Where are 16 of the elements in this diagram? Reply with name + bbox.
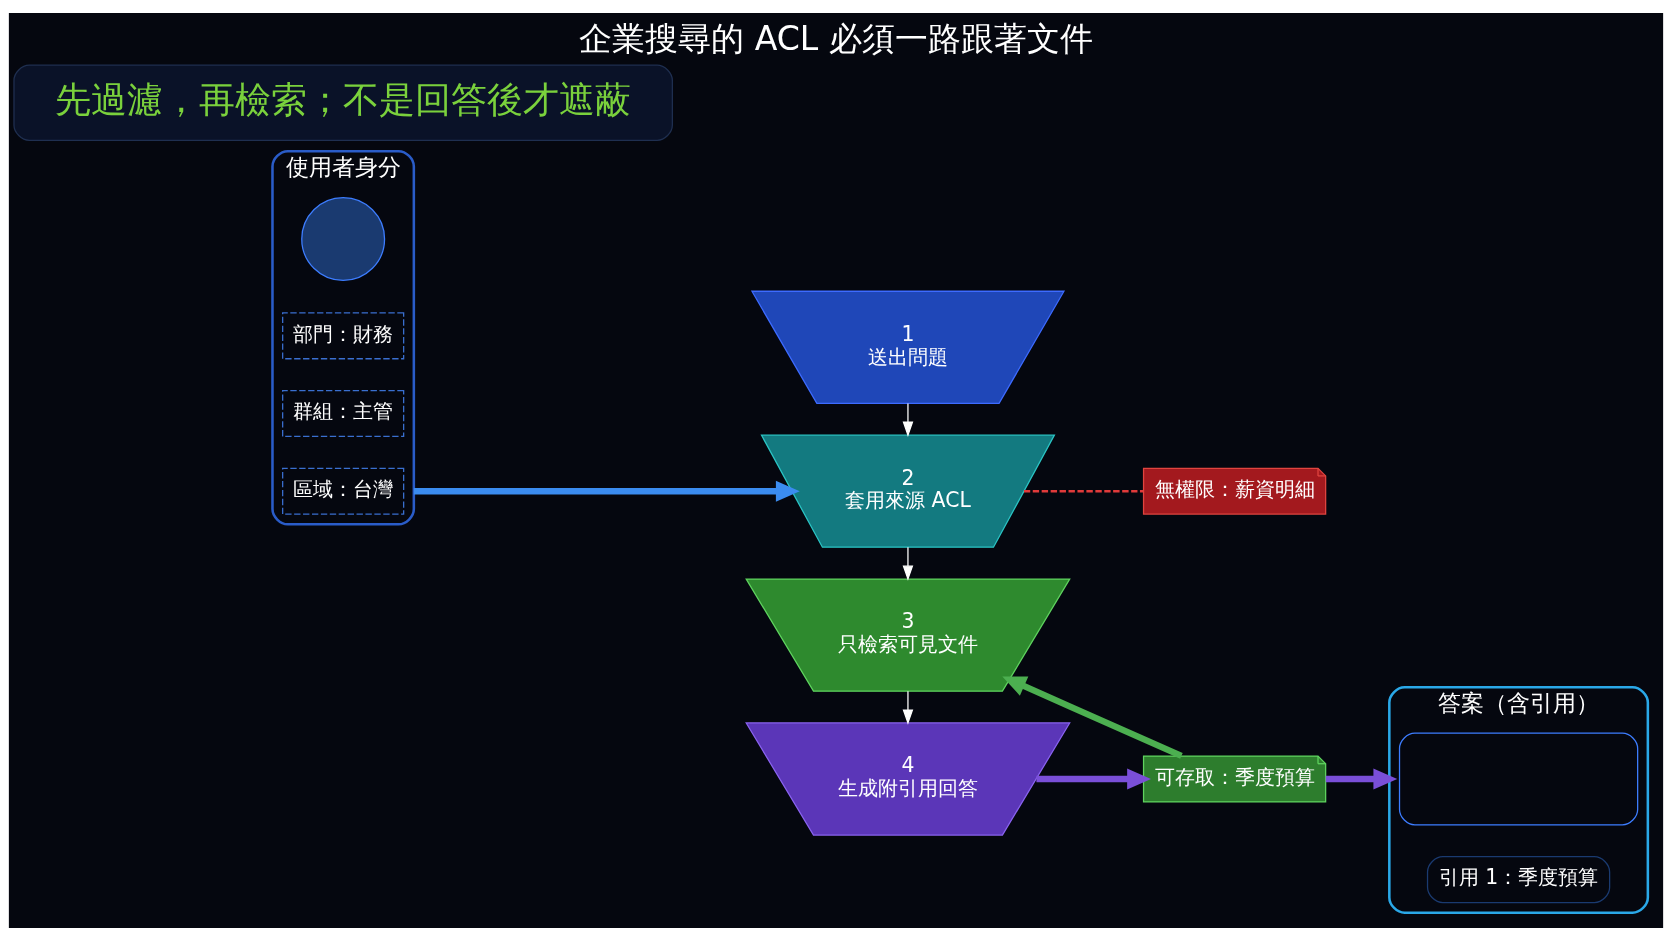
node-box: 先過濾，再檢索；不是回答後才遮蔽 [13, 64, 673, 141]
node-box: 群組：主管 [282, 389, 405, 438]
arrow [902, 402, 914, 437]
arrow [413, 480, 800, 502]
arrow [1036, 768, 1151, 790]
arrow [1325, 768, 1398, 790]
connector [1023, 489, 1144, 493]
arrow [1002, 676, 1183, 759]
arrow [902, 690, 914, 725]
node-box: 部門：財務 [282, 312, 405, 360]
node-box: 引用 1：季度預算 [1426, 856, 1611, 904]
diagram-title: 企業搜尋的 ACL 必須一路跟著文件 [579, 18, 1093, 58]
node-box: 區域：台灣 [282, 467, 405, 515]
node-box [1398, 732, 1639, 826]
arrow [902, 546, 914, 581]
node-person [301, 197, 386, 282]
